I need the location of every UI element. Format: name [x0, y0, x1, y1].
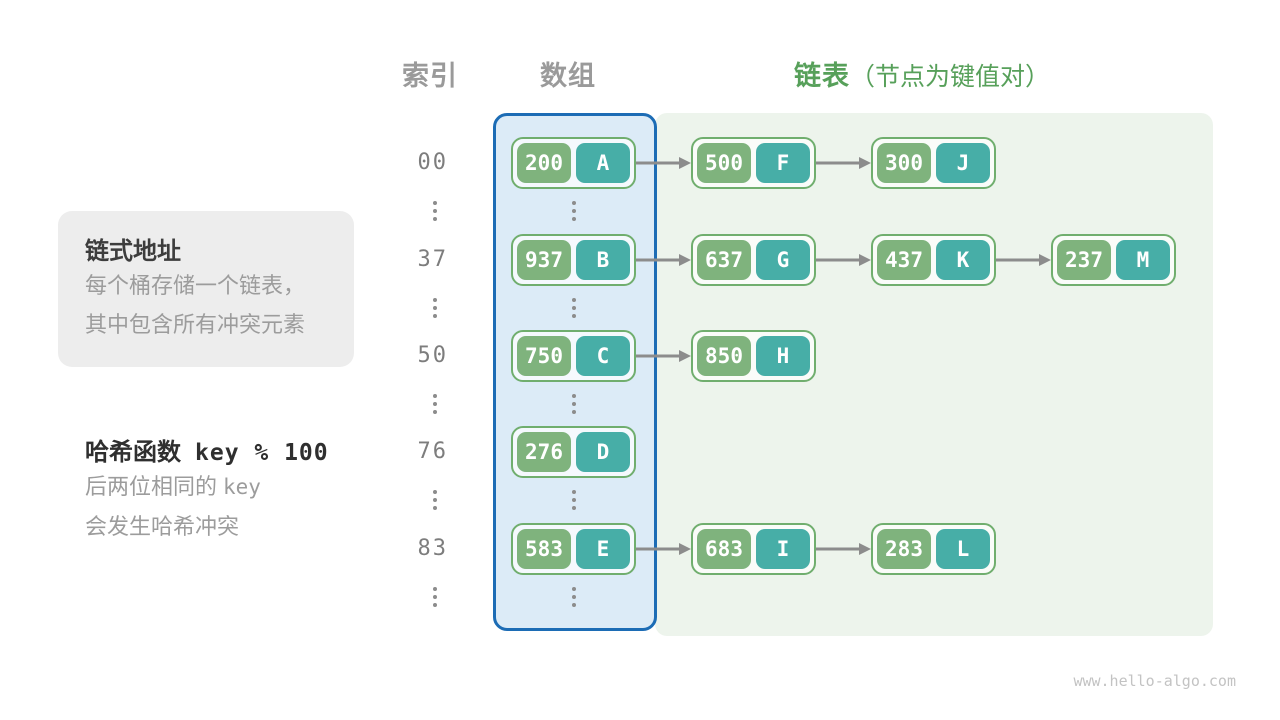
node-key: 300 — [877, 143, 931, 183]
array-column-header: 数组 — [540, 61, 596, 91]
node-value: I — [756, 529, 810, 569]
hash-node: 300 J — [871, 137, 996, 189]
node-key: 683 — [697, 529, 751, 569]
hash-node: 683 I — [691, 523, 816, 575]
chaining-line-2: 其中包含所有冲突元素 — [85, 312, 306, 337]
hash-line1-key: key — [223, 475, 261, 499]
vertical-ellipsis-icon — [572, 490, 576, 510]
vertical-ellipsis-icon — [433, 587, 437, 607]
next-pointer-arrow-icon — [636, 157, 691, 169]
hash-node: 500 F — [691, 137, 816, 189]
index-label-50: 50 — [417, 343, 448, 368]
bucket-row-83: 583 E 683 I 283 L — [511, 523, 996, 575]
node-value: D — [576, 432, 630, 472]
next-pointer-arrow-icon — [816, 157, 871, 169]
index-label-76: 76 — [417, 439, 448, 464]
hash-node: 850 H — [691, 330, 816, 382]
hash-node: 276 D — [511, 426, 636, 478]
node-key: 276 — [517, 432, 571, 472]
node-value: K — [936, 240, 990, 280]
node-value: J — [936, 143, 990, 183]
next-pointer-arrow-icon — [636, 254, 691, 266]
node-value: L — [936, 529, 990, 569]
next-pointer-arrow-icon — [636, 543, 691, 555]
hash-node: 937 B — [511, 234, 636, 286]
node-value: M — [1116, 240, 1170, 280]
node-value: F — [756, 143, 810, 183]
vertical-ellipsis-icon — [433, 201, 437, 221]
vertical-ellipsis-icon — [433, 490, 437, 510]
vertical-ellipsis-icon — [572, 587, 576, 607]
index-label-00: 00 — [417, 150, 448, 175]
hash-function-title: 哈希函数 key % 100 — [85, 432, 329, 467]
hash-formula: key % 100 — [195, 440, 329, 466]
bucket-row-50: 750 C 850 H — [511, 330, 816, 382]
node-key: 437 — [877, 240, 931, 280]
node-key: 583 — [517, 529, 571, 569]
hash-node: 437 K — [871, 234, 996, 286]
bucket-row-00: 200 A 500 F 300 J — [511, 137, 996, 189]
list-header-label: 链表 — [794, 61, 850, 91]
node-key: 850 — [697, 336, 751, 376]
node-value: C — [576, 336, 630, 376]
list-column-header: 链表（节点为键值对） — [794, 54, 1050, 93]
node-value: B — [576, 240, 630, 280]
site-watermark: www.hello-algo.com — [1073, 672, 1236, 690]
node-key: 637 — [697, 240, 751, 280]
index-label-37: 37 — [417, 247, 448, 272]
node-value: E — [576, 529, 630, 569]
hash-node: 237 M — [1051, 234, 1176, 286]
hash-node: 637 G — [691, 234, 816, 286]
list-header-note: （节点为键值对） — [850, 63, 1051, 91]
node-value: G — [756, 240, 810, 280]
vertical-ellipsis-icon — [433, 298, 437, 318]
vertical-ellipsis-icon — [572, 394, 576, 414]
node-key: 200 — [517, 143, 571, 183]
hash-node: 583 E — [511, 523, 636, 575]
vertical-ellipsis-icon — [572, 201, 576, 221]
next-pointer-arrow-icon — [636, 350, 691, 362]
chaining-line-1: 每个桶存储一个链表， — [85, 273, 306, 298]
next-pointer-arrow-icon — [816, 254, 871, 266]
hash-node: 200 A — [511, 137, 636, 189]
bucket-row-37: 937 B 637 G 437 K 237 M — [511, 234, 1176, 286]
node-key: 283 — [877, 529, 931, 569]
node-key: 750 — [517, 336, 571, 376]
hash-note-line-2: 会发生哈希冲突 — [85, 514, 240, 539]
node-key: 500 — [697, 143, 751, 183]
node-key: 937 — [517, 240, 571, 280]
next-pointer-arrow-icon — [816, 543, 871, 555]
chaining-info-box: 链式地址 每个桶存储一个链表， 其中包含所有冲突元素 — [58, 211, 354, 367]
chaining-title: 链式地址 — [85, 238, 181, 265]
bucket-row-76: 276 D — [511, 426, 636, 478]
hash-line1-text: 后两位相同的 — [85, 474, 218, 499]
vertical-ellipsis-icon — [572, 298, 576, 318]
node-key: 237 — [1057, 240, 1111, 280]
node-value: A — [576, 143, 630, 183]
index-label-83: 83 — [417, 536, 448, 561]
hash-node: 283 L — [871, 523, 996, 575]
node-value: H — [756, 336, 810, 376]
hash-node: 750 C — [511, 330, 636, 382]
next-pointer-arrow-icon — [996, 254, 1051, 266]
hash-title-text: 哈希函数 — [85, 439, 181, 466]
vertical-ellipsis-icon — [433, 394, 437, 414]
index-column-header: 索引 — [402, 61, 458, 91]
